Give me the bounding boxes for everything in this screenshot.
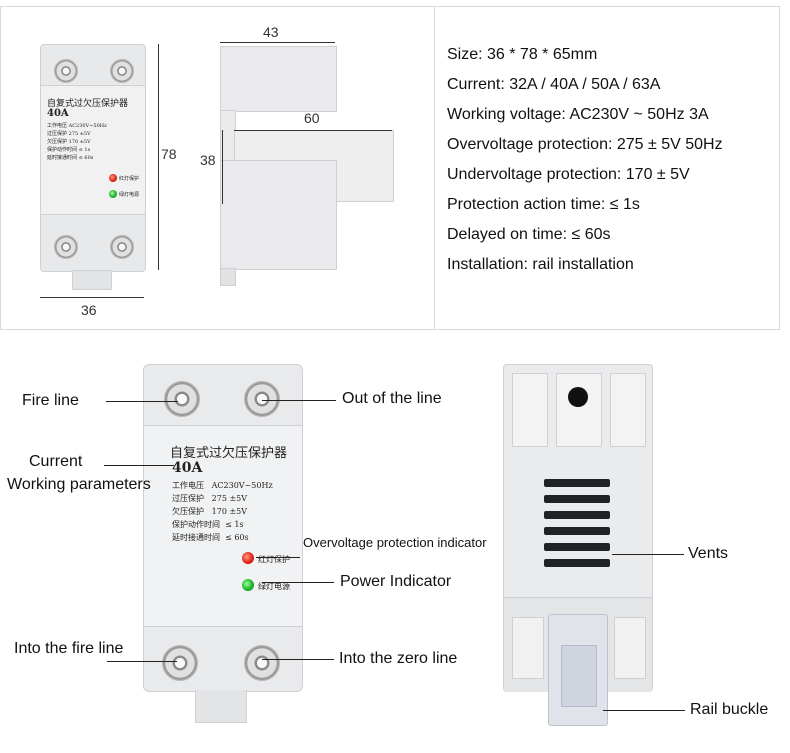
dimension-height-label: 78 bbox=[161, 146, 177, 162]
terminal-screw-icon bbox=[164, 381, 200, 417]
rail-buckle bbox=[548, 614, 608, 726]
spec-line: Protection action time: ≤ 1s bbox=[447, 196, 640, 213]
callout-into-fire-line: Into the fire line bbox=[14, 640, 124, 657]
mounting-hole-icon bbox=[568, 387, 588, 407]
spec-line: Delayed on time: ≤ 60s bbox=[447, 226, 611, 243]
label-row: 延时接通时间 ≤ 60s bbox=[172, 533, 249, 542]
vent-slot bbox=[544, 543, 610, 551]
front-device-rail-clip bbox=[195, 690, 247, 723]
red-led-icon bbox=[109, 174, 117, 182]
green-led-icon bbox=[242, 579, 254, 591]
vent-slot bbox=[544, 495, 610, 503]
label-row: 保护动作时间 ≤ 1s bbox=[172, 520, 244, 529]
dimension-side-height-label: 38 bbox=[200, 152, 216, 168]
callout-power-indicator: Power Indicator bbox=[340, 573, 452, 590]
callout-current: Current bbox=[29, 453, 83, 470]
spec-line: Working voltage: AC230V ~ 50Hz 3A bbox=[447, 106, 709, 123]
label-row: 保护动作时间 ≤ 1s bbox=[47, 147, 91, 153]
green-led-label: 绿灯电源 bbox=[119, 192, 140, 198]
leader-line bbox=[104, 465, 174, 466]
dimension-line-side-height bbox=[222, 130, 223, 204]
leader-line bbox=[262, 400, 336, 401]
callout-overvoltage-indicator: Overvoltage protection indicator bbox=[303, 535, 487, 550]
vent-slot bbox=[544, 479, 610, 487]
front-view-device: 自复式过欠压保护器 40A 工作电压 AC230V~50Hz 过压保护 275 … bbox=[40, 44, 146, 272]
spec-line: Installation: rail installation bbox=[447, 256, 634, 273]
terminal-screw-icon bbox=[54, 235, 78, 259]
callout-into-zero-line: Into the zero line bbox=[339, 650, 458, 667]
spec-line: Size: 36 * 78 * 65mm bbox=[447, 46, 598, 63]
label-row: 过压保护 275 ±5V bbox=[47, 131, 91, 137]
label-title: 自复式过欠压保护器 bbox=[47, 99, 129, 109]
leader-line bbox=[262, 659, 334, 660]
side-view-device bbox=[220, 46, 394, 286]
terminal-screw-icon bbox=[244, 645, 280, 681]
label-row: 过压保护 275 ±5V bbox=[172, 494, 248, 503]
terminal-screw-icon bbox=[54, 59, 78, 83]
red-led-icon bbox=[242, 552, 254, 564]
leader-line bbox=[612, 554, 684, 555]
label-rating: 40A bbox=[47, 108, 69, 119]
green-led-icon bbox=[109, 190, 117, 198]
leader-line bbox=[107, 661, 177, 662]
front-label-plate: 自复式过欠压保护器 40A 工作电压 AC230V~50Hz 过压保护 275 … bbox=[41, 85, 145, 215]
leader-line bbox=[256, 557, 300, 558]
spec-line: Current: 32A / 40A / 50A / 63A bbox=[447, 76, 661, 93]
front-view-rail-clip bbox=[72, 270, 112, 290]
front-label-plate-large: 自复式过欠压保护器 40A 工作电压 AC230V~50Hz 过压保护 275 … bbox=[144, 425, 302, 627]
terminal-screw-icon bbox=[110, 59, 134, 83]
green-led-label: 绿灯电源 bbox=[258, 582, 290, 591]
vent-slot bbox=[544, 527, 610, 535]
top-right-panel bbox=[434, 6, 780, 330]
terminal-screw-icon bbox=[244, 381, 280, 417]
callout-working-parameters: Working parameters bbox=[7, 476, 151, 493]
spec-line: Undervoltage protection: 170 ± 5V bbox=[447, 166, 690, 183]
callout-fire-line: Fire line bbox=[22, 392, 79, 409]
dimension-line-side-depth bbox=[234, 130, 392, 131]
dimension-depth-label: 43 bbox=[263, 24, 279, 40]
label-row: 延时接通时间 ≤ 60s bbox=[47, 155, 94, 161]
label-row: 工作电压 AC230V~50Hz bbox=[47, 123, 107, 129]
terminal-screw-icon bbox=[110, 235, 134, 259]
label-row: 欠压保护 170 ±5V bbox=[172, 507, 248, 516]
label-row: 欠压保护 170 ±5V bbox=[47, 139, 91, 145]
leader-line bbox=[262, 582, 334, 583]
callout-vents: Vents bbox=[688, 545, 729, 562]
vent-slot bbox=[544, 511, 610, 519]
callout-rail-buckle: Rail buckle bbox=[690, 701, 769, 718]
red-led-label: 红灯保护 bbox=[258, 555, 290, 564]
leader-line bbox=[106, 401, 178, 402]
label-rating: 40A bbox=[172, 460, 203, 476]
dimension-line-horizontal bbox=[40, 297, 144, 298]
dimension-line-vertical bbox=[158, 44, 159, 270]
callout-out-of-line: Out of the line bbox=[342, 390, 442, 407]
spec-line: Overvoltage protection: 275 ± 5V 50Hz bbox=[447, 136, 723, 153]
dimension-line-depth bbox=[220, 42, 335, 43]
terminal-screw-icon bbox=[162, 645, 198, 681]
vent-slot bbox=[544, 559, 610, 567]
red-led-label: 红灯保护 bbox=[119, 176, 140, 182]
leader-line bbox=[603, 710, 685, 711]
dimension-side-depth-label: 60 bbox=[304, 110, 320, 126]
front-device-large: 自复式过欠压保护器 40A 工作电压 AC230V~50Hz 过压保护 275 … bbox=[143, 364, 303, 692]
dimension-width-label: 36 bbox=[81, 302, 97, 318]
label-title: 自复式过欠压保护器 bbox=[170, 446, 288, 461]
label-row: 工作电压 AC230V~50Hz bbox=[172, 481, 273, 490]
